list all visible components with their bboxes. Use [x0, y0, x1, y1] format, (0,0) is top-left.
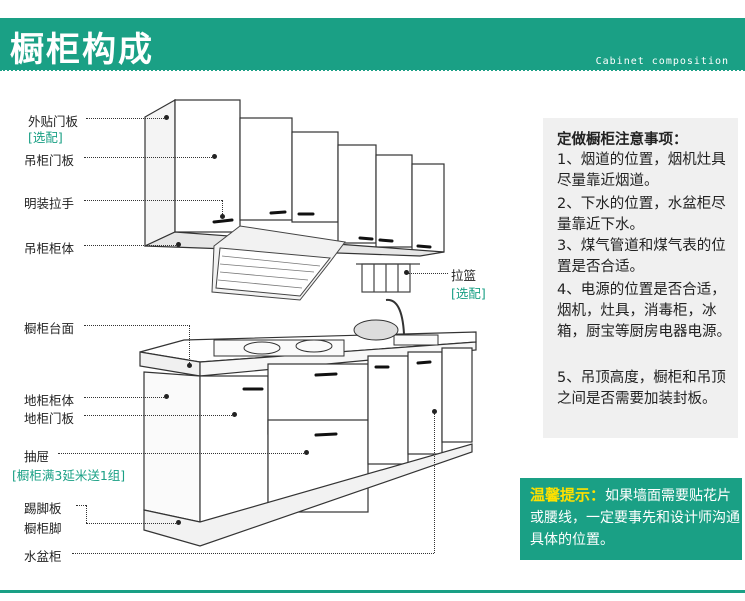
label-wall-door: 吊柜门板: [24, 153, 75, 168]
leader-wall-door: [84, 157, 212, 158]
leader-base-body: [84, 397, 164, 398]
marker-kickboard: [176, 520, 181, 525]
marker-wall-door: [212, 154, 217, 159]
marker-sink-cabinet: [432, 409, 437, 414]
wall-cabinet-door-1: [174, 99, 241, 233]
label-wall-body: 吊柜柜体: [24, 241, 75, 256]
leader-handle: [84, 200, 222, 201]
gas-stove: [213, 339, 345, 357]
tip-body: 如果墙面需要贴花片或腰线，一定要事先和设计师沟通具体的位置。: [530, 488, 740, 548]
leader-countertop-v: [189, 325, 190, 365]
wall-cabinet-door-5: [375, 154, 413, 248]
header-banner: 橱柜构成 Cabinet composition: [0, 18, 745, 70]
wall-cabinet-door-3: [291, 131, 339, 223]
leader-basket: [408, 273, 448, 274]
note-item: 5、吊顶高度，橱柜和吊顶之间是否需要加装封板。: [557, 370, 726, 407]
wall-cabinet-door-6: [411, 163, 445, 253]
kickboard: [143, 443, 473, 547]
label-basket: 拉篮: [451, 268, 477, 283]
sink: [393, 334, 439, 346]
marker-drawer: [304, 450, 309, 455]
note-item: 4、电源的位置是否合适，烟机，灶具，消毒柜，冰箱，厨宝等厨房电器电源。: [557, 282, 731, 340]
leader-drawer: [58, 453, 304, 454]
leader-outer-door: [86, 118, 164, 119]
tip-box: 温馨提示：如果墙面需要贴花片或腰线，一定要事先和设计师沟通具体的位置。: [520, 478, 742, 560]
marker-basket: [404, 270, 409, 275]
header-divider: [0, 69, 745, 71]
base-cabinet-side: [143, 371, 201, 523]
leader-kickboard-v: [86, 505, 87, 523]
leader-countertop: [84, 325, 188, 326]
footer-divider: [0, 590, 745, 593]
base-cabinet-door-end: [441, 347, 473, 443]
label-basket-note: [选配]: [451, 286, 486, 301]
label-outer-door: 外贴门板: [28, 114, 79, 129]
label-outer-door-note: [选配]: [28, 130, 63, 145]
label-kickboard: 踢脚板: [24, 501, 62, 516]
sink-cabinet-door-2: [407, 351, 443, 455]
label-base-door: 地柜门板: [24, 411, 75, 426]
leader-base-door: [84, 415, 232, 416]
wall-cabinet-side: [144, 98, 176, 247]
note-item: 2、下水的位置，水盆柜尽量靠近下水。: [557, 196, 726, 233]
label-drawer-note: [橱柜满3延米送1组]: [12, 468, 126, 483]
page-title: 橱柜构成: [10, 30, 154, 70]
label-base-body: 地柜柜体: [24, 393, 75, 408]
note-item: 1、烟道的位置，烟机灶具尽量靠近烟道。: [557, 152, 726, 189]
page-subtitle: Cabinet composition: [595, 56, 729, 67]
notes-title: 定做橱柜注意事项：: [557, 132, 688, 148]
leader-kickboard-h2: [86, 523, 176, 524]
marker-outer-door: [164, 115, 169, 120]
wall-cabinet-door-4: [337, 144, 377, 244]
label-drawer: 抽屉: [24, 449, 50, 464]
marker-wall-body: [176, 242, 181, 247]
faucet: [385, 298, 405, 335]
base-cabinet-door: [199, 375, 269, 523]
note-item: 3、煤气管道和煤气表的位置是否合适。: [557, 238, 726, 275]
fruit-bowl: [353, 319, 399, 341]
leader-handle-v: [222, 200, 223, 216]
sink-cabinet-door-1: [367, 355, 409, 465]
label-countertop: 橱柜台面: [24, 321, 75, 336]
leader-wall-body: [84, 245, 176, 246]
marker-base-door: [232, 412, 237, 417]
notes-panel: 定做橱柜注意事项： 1、烟道的位置，烟机灶具尽量靠近烟道。 2、下水的位置，水盆…: [543, 118, 738, 438]
label-sink-cabinet: 水盆柜: [24, 549, 62, 564]
leader-kickboard: [76, 505, 86, 506]
marker-base-body: [164, 394, 169, 399]
wall-cabinet-door-2: [239, 117, 293, 221]
marker-countertop: [187, 363, 192, 368]
leader-sink-cabinet: [72, 553, 434, 554]
tip-text: 温馨提示：如果墙面需要贴花片或腰线，一定要事先和设计师沟通具体的位置。: [530, 484, 742, 551]
tip-heading: 温馨提示：: [530, 486, 606, 504]
leader-sink-cabinet-v: [434, 413, 435, 553]
marker-handle: [220, 214, 225, 219]
label-handle: 明装拉手: [24, 196, 75, 211]
label-leg: 橱柜脚: [24, 521, 62, 536]
